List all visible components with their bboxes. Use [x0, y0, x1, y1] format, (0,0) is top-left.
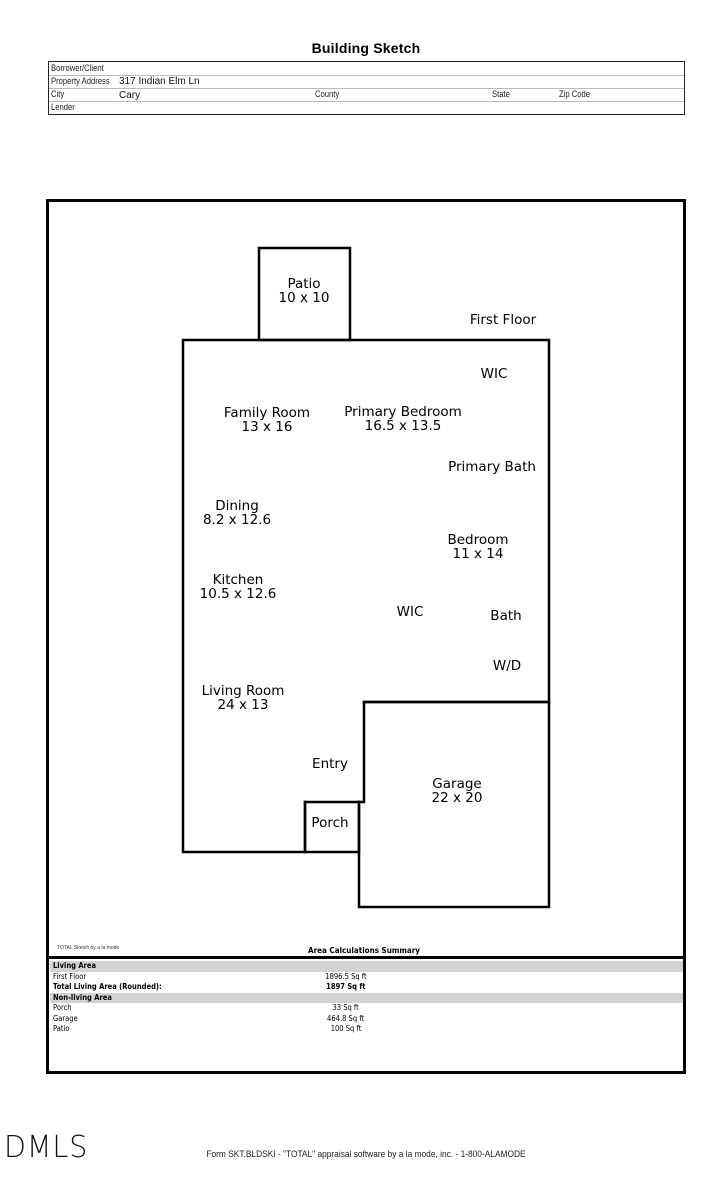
section-living-area: Living Area [50, 961, 683, 972]
sketch-credit: TOTAL Sketch by a la mode [57, 945, 120, 951]
section-label: Living Area [53, 961, 97, 970]
row-label: Patio [53, 1024, 70, 1033]
property-info-table: Borrower/Client Property Address 317 Ind… [48, 61, 685, 115]
section-label: Non-living Area [53, 992, 112, 1002]
room-name: Kitchen [212, 572, 264, 588]
garage-outline [357, 700, 551, 909]
room-dims: 8.2 x 12.6 [202, 512, 272, 528]
address-value: 317 Indian Elm Ln [119, 76, 200, 87]
room-garage: Garage 22 x 20 [432, 777, 483, 805]
room-dining: Dining 8.2 x 12.6 [203, 499, 271, 527]
area-summary-table: Living Area First Floor 1896.5 Sq ft Tot… [50, 961, 683, 1035]
room-living-room: Living Room 24 x 13 [202, 684, 285, 712]
room-dims: 11 x 14 [452, 546, 504, 562]
table-row: Patio 100 Sq ft [50, 1024, 683, 1035]
room-wic: WIC [396, 604, 424, 620]
room-patio: Patio 10 x 10 [279, 277, 330, 305]
room-name: Primary Bedroom [344, 404, 462, 420]
room-dims: 22 x 20 [431, 790, 483, 806]
row-label: Porch [53, 1003, 72, 1012]
room-name: Dining [215, 498, 259, 514]
city-value: Cary [119, 90, 141, 101]
dmls-logo: DMLS [4, 1130, 89, 1165]
city-row: City Cary County State Zip Code [49, 88, 684, 102]
row-label: Total Living Area (Rounded): [53, 982, 162, 991]
row-label: Garage [53, 1013, 78, 1023]
room-dims: 10 x 10 [278, 290, 330, 306]
city-label: City [51, 89, 65, 99]
row-label: First Floor [53, 971, 87, 981]
section-nonliving-area: Non-living Area [50, 992, 683, 1003]
form-footer: Form SKT.BLDSKI - "TOTAL" appraisal soft… [206, 1149, 526, 1160]
room-name: Family Room [223, 405, 311, 421]
room-dims: 13 x 16 [241, 419, 293, 435]
row-value: 1896.5 Sq ft [325, 971, 367, 981]
page-title: Building Sketch [311, 40, 421, 56]
room-name: Living Room [201, 683, 285, 699]
floor-label: First Floor [469, 312, 537, 328]
table-row-total: Total Living Area (Rounded): 1897 Sq ft [50, 982, 683, 993]
room-porch: Porch [311, 815, 349, 831]
room-wd: W/D [492, 658, 522, 674]
room-dims: 10.5 x 12.6 [199, 586, 277, 602]
room-dims: 24 x 13 [217, 697, 269, 713]
zip-label: Zip Code [559, 89, 591, 99]
borrower-row: Borrower/Client [49, 62, 684, 76]
room-entry: Entry [312, 756, 348, 772]
row-value: 100 Sq ft [330, 1024, 362, 1033]
borrower-label: Borrower/Client [51, 63, 104, 73]
room-kitchen: Kitchen 10.5 x 12.6 [200, 573, 277, 601]
room-bedroom: Bedroom 11 x 14 [447, 533, 508, 561]
state-label: State [492, 89, 510, 99]
table-row: First Floor 1896.5 Sq ft [50, 972, 683, 983]
room-name: Bedroom [447, 532, 509, 548]
table-row: Garage 464.8 Sq ft [50, 1014, 683, 1025]
room-primary-bedroom: Primary Bedroom 16.5 x 13.5 [344, 405, 462, 433]
room-dims: 16.5 x 13.5 [364, 418, 442, 434]
summary-title: Area Calculations Summary [308, 946, 420, 955]
row-value: 464.8 Sq ft [327, 1013, 365, 1023]
table-row: Porch 33 Sq ft [50, 1003, 683, 1014]
address-label: Property Address [51, 76, 110, 86]
county-label: County [315, 89, 340, 99]
room-family-room: Family Room 13 x 16 [224, 406, 310, 434]
room-primary-bath: Primary Bath [448, 459, 536, 475]
room-bath: Bath [490, 608, 522, 624]
row-value: 1897 Sq ft [326, 982, 366, 991]
address-row: Property Address 317 Indian Elm Ln [49, 75, 684, 89]
room-name: Patio [287, 276, 321, 292]
room-wic-primary: WIC [480, 366, 508, 382]
lender-row: Lender [49, 101, 684, 114]
summary-divider [46, 956, 686, 959]
lender-label: Lender [51, 102, 75, 112]
row-value: 33 Sq ft [332, 1003, 360, 1012]
house-outline [181, 338, 551, 854]
sketch-frame [46, 199, 686, 1074]
room-name: Garage [432, 776, 482, 792]
